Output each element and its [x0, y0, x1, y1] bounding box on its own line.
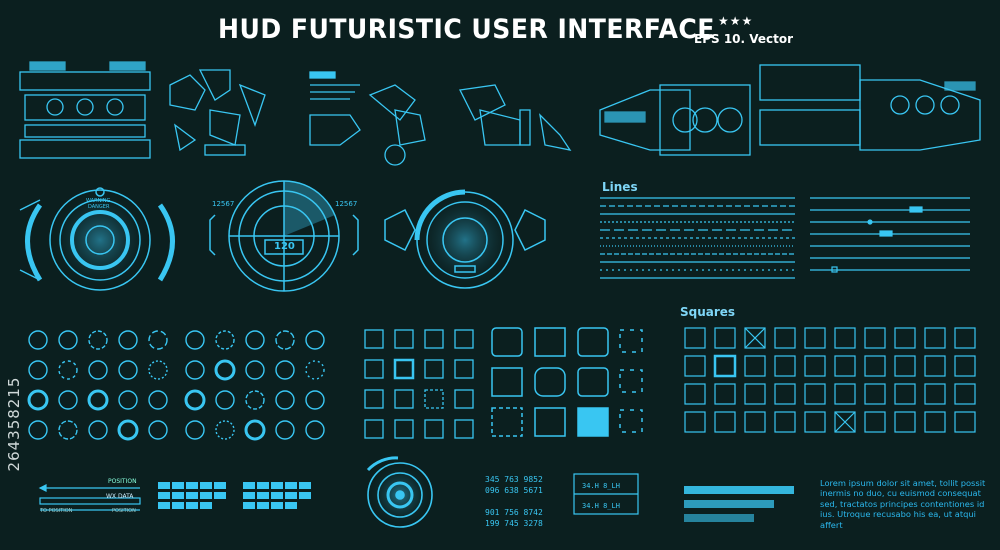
progress-bars: [684, 486, 794, 522]
gauge-center-right: [384, 189, 546, 289]
hud-panel-fragments-3: [459, 84, 572, 151]
warning-text: WARNING: [86, 198, 111, 204]
position-label: POSITION: [108, 478, 137, 485]
circle-icons-grid: [27, 330, 325, 441]
gauge-radar: [209, 180, 359, 292]
readout-box: [573, 473, 639, 515]
gauge-left-number: 12567: [212, 200, 235, 208]
number-block: 345 763 9852 096 638 5671 901 756 8742 1…: [485, 475, 543, 528]
position-arrows: [38, 484, 141, 511]
square-frames-grid-1: [364, 329, 474, 439]
block-bars: [158, 482, 311, 509]
lines-set: [600, 197, 970, 279]
position-small-label: POSITION: [112, 508, 136, 514]
stars-icon: ★★★: [718, 14, 754, 28]
subtitle: EPS 10. Vector: [694, 32, 794, 46]
to-position-label: TO POSITION: [40, 508, 73, 514]
hud-panel-top-left: [19, 61, 151, 159]
gauge-center-value: 120: [274, 241, 295, 252]
wx-data-label: WX DATA: [106, 493, 134, 500]
gauge-warning: [19, 187, 175, 291]
hud-panel-fragments-2: [309, 71, 426, 166]
svg-text:34.H 8_LH: 34.H 8_LH: [582, 502, 620, 510]
hud-panel-top-right: [599, 64, 981, 156]
lorem-text: Lorem ipsum dolor sit amet, tollit possi…: [820, 478, 986, 530]
lines-section-label: Lines: [602, 180, 638, 194]
hud-panel-fragments-1: [169, 69, 266, 156]
page-title: HUD FUTURISTIC USER INTERFACE: [218, 14, 715, 45]
svg-text:34.H 8_LH: 34.H 8_LH: [582, 482, 620, 490]
svg-text:DANGER: DANGER: [88, 204, 110, 210]
target-reticle: [366, 456, 433, 528]
squares-section-label: Squares: [680, 305, 736, 319]
gauge-right-number: 12567: [335, 200, 358, 208]
square-frames-grid-2: [491, 327, 643, 437]
squares-set: [684, 327, 976, 433]
